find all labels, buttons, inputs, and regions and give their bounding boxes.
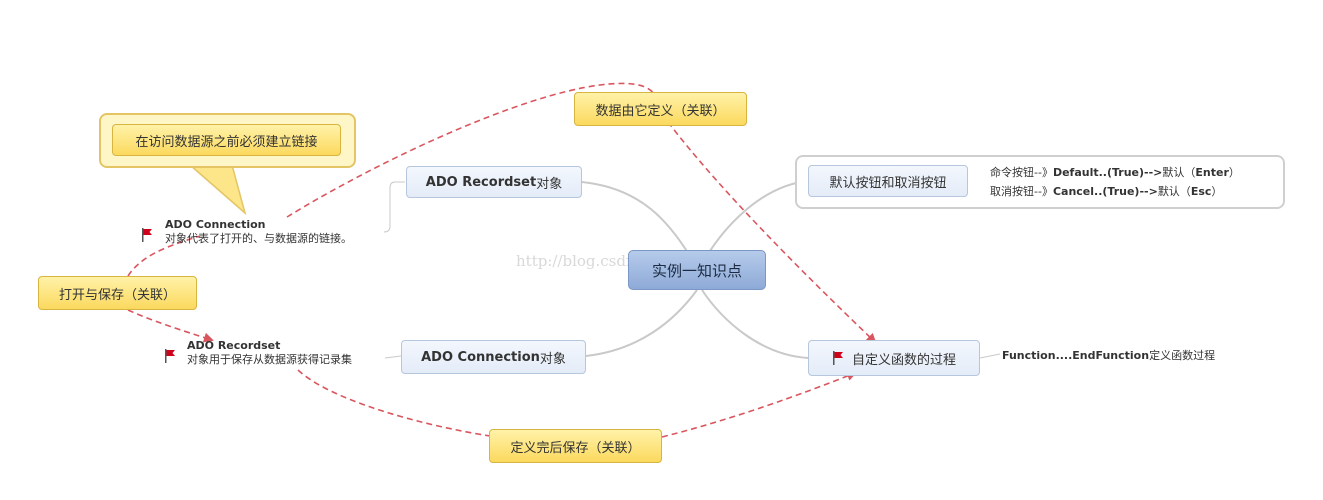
topic-connection-object[interactable]: ADO Connection 对象	[401, 340, 586, 374]
flag-icon	[832, 351, 844, 365]
callout-label: 在访问数据源之前必须建立链接	[135, 134, 318, 150]
topic-custom-function[interactable]: 自定义函数的过程	[808, 340, 980, 376]
flag-icon	[164, 349, 176, 363]
leaf-function-code: Function....EndFunction	[1002, 349, 1150, 362]
callout-link-required[interactable]: 在访问数据源之前必须建立链接	[112, 124, 341, 156]
note-connection-title: ADO Connection	[165, 218, 266, 231]
leaf-default-key: Enter	[1195, 166, 1229, 179]
bracket-recordset-note	[384, 355, 402, 359]
note-connection-text: 对象代表了打开的、与数据源的链接。	[165, 232, 352, 245]
relation-line-open-save-up	[127, 235, 201, 277]
leaf-cancel-command: 取消按钮--》Cancel..(True)-->默认（Esc）	[990, 183, 1222, 199]
branch-line-function	[701, 289, 809, 359]
leaf-cancel-code: Cancel..(True)-->	[1052, 185, 1158, 198]
leaf-default-code: Default..(True)-->	[1052, 166, 1163, 179]
topic-recordset-prefix: ADO Recordset	[425, 174, 537, 190]
leaf-cancel-end: ）	[1211, 185, 1223, 198]
bracket-connection-note	[383, 181, 405, 233]
relation-line-data-defined-top	[286, 82, 656, 218]
leaf-default-prefix: 命令按钮--》	[990, 166, 1053, 179]
topic-default-cancel[interactable]: 默认按钮和取消按钮	[808, 165, 968, 197]
leaf-function-definition: Function....EndFunction定义函数过程	[1002, 347, 1215, 363]
central-topic-label: 实例一知识点	[651, 261, 742, 280]
note-recordset-title: ADO Recordset	[187, 339, 281, 352]
flag-icon	[141, 228, 153, 242]
relation-open-save-label: 打开与保存（关联）	[58, 287, 176, 303]
relation-line-save-after-down	[297, 369, 491, 437]
relation-line-save-after-arrow	[661, 371, 857, 438]
relation-open-save[interactable]: 打开与保存（关联）	[38, 276, 197, 310]
branch-line-connection	[585, 289, 698, 357]
leaf-cancel-prefix: 取消按钮--》	[990, 185, 1053, 198]
relation-line-open-save-arrow	[127, 309, 214, 343]
bracket-function-leaf	[979, 353, 1001, 359]
relation-line-data-defined-arrow	[667, 121, 877, 344]
topic-recordset-suffix: 对象	[536, 176, 563, 192]
topic-connection-prefix: ADO Connection	[421, 349, 540, 365]
topic-custom-function-label: 自定义函数的过程	[851, 352, 956, 368]
leaf-cancel-tail: 默认（	[1157, 185, 1191, 198]
leaf-cancel-key: Esc	[1190, 185, 1212, 198]
topic-default-cancel-label: 默认按钮和取消按钮	[829, 175, 947, 191]
callout-tail	[188, 164, 247, 216]
leaf-default-end: ）	[1228, 166, 1240, 179]
relation-save-after[interactable]: 定义完后保存（关联）	[489, 429, 662, 463]
note-recordset: ADO Recordset 对象用于保存从数据源获得记录集	[187, 339, 352, 367]
note-connection: ADO Connection 对象代表了打开的、与数据源的链接。	[165, 218, 352, 246]
note-recordset-text: 对象用于保存从数据源获得记录集	[187, 353, 352, 366]
leaf-default-tail: 默认（	[1162, 166, 1196, 179]
relation-data-defined-label: 数据由它定义（关联）	[595, 103, 726, 119]
topic-recordset-object[interactable]: ADO Recordset 对象	[406, 166, 582, 198]
leaf-default-command: 命令按钮--》Default..(True)-->默认（Enter）	[990, 164, 1240, 180]
relation-data-defined[interactable]: 数据由它定义（关联）	[574, 92, 747, 126]
leaf-function-tail: 定义函数过程	[1149, 349, 1216, 362]
central-topic[interactable]: 实例一知识点	[628, 250, 766, 290]
topic-connection-suffix: 对象	[539, 351, 566, 367]
relation-save-after-label: 定义完后保存（关联）	[510, 440, 641, 456]
